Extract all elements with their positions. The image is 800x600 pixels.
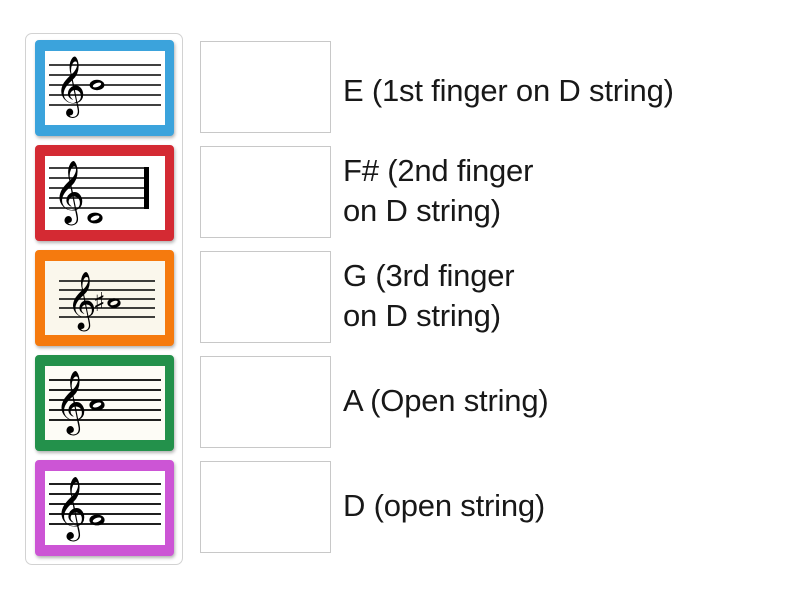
card-paper: 𝄞 [44, 51, 165, 125]
sharp-accidental-icon: ♯ [93, 288, 106, 318]
dropzone-1[interactable] [200, 41, 331, 133]
treble-clef-icon: 𝄞 [55, 56, 86, 118]
music-staff-red: 𝄞 [48, 160, 149, 226]
treble-clef-icon: 𝄞 [55, 476, 87, 542]
dropzone-3[interactable] [200, 251, 331, 343]
dropzone-4[interactable] [200, 356, 331, 448]
music-staff-green: 𝄞 [48, 370, 161, 436]
answer-label-1: E (1st finger on D string) [343, 73, 674, 108]
draggable-card-3[interactable]: 𝄞 ♯ [34, 250, 174, 346]
treble-clef-icon: 𝄞 [55, 370, 87, 436]
final-barline [143, 167, 149, 209]
dropzone-5[interactable] [200, 461, 331, 553]
treble-clef-icon: 𝄞 [53, 160, 85, 226]
whole-note-head [86, 212, 103, 224]
draggable-card-4[interactable]: 𝄞 [34, 355, 174, 451]
draggable-card-2[interactable]: 𝄞 [34, 145, 174, 241]
card-paper: 𝄞 [44, 156, 165, 230]
treble-clef-icon: 𝄞 [67, 271, 97, 332]
card-paper: 𝄞 [44, 471, 165, 545]
answer-label-4: A (Open string) [343, 383, 549, 418]
whole-note-head [88, 399, 105, 411]
music-staff-orange: 𝄞 ♯ [58, 271, 155, 332]
answer-label-2: F# (2nd finger on D string) [343, 153, 534, 228]
dropzone-2[interactable] [200, 146, 331, 238]
whole-note-head [88, 514, 105, 526]
draggable-card-tray: 𝄞 [25, 33, 183, 565]
whole-note-head [106, 298, 121, 308]
answer-label-3: G (3rd finger on D string) [343, 258, 515, 333]
card-paper: 𝄞 ♯ [44, 261, 165, 335]
draggable-card-5[interactable]: 𝄞 [34, 460, 174, 556]
card-paper: 𝄞 [44, 366, 165, 440]
whole-note-head [89, 79, 104, 91]
music-staff-blue: 𝄞 [48, 56, 161, 118]
music-staff-purple: 𝄞 [48, 476, 161, 542]
answer-label-5: D (open string) [343, 488, 546, 523]
draggable-card-1[interactable]: 𝄞 [34, 40, 174, 136]
